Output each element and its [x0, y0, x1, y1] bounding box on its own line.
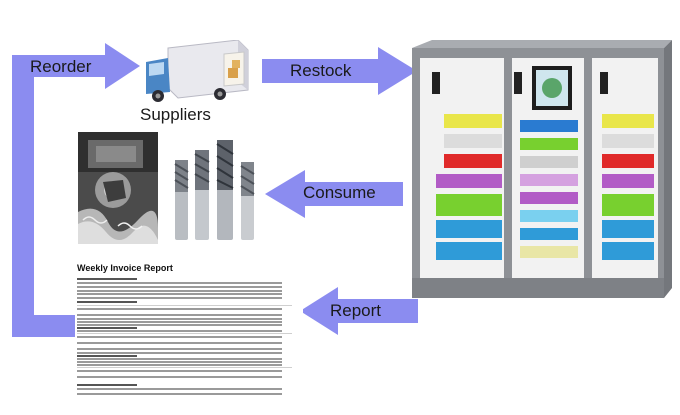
delivery-truck-icon: [146, 40, 249, 102]
report-document: Weekly Invoice Report: [75, 262, 303, 402]
report-row-line: [77, 342, 282, 344]
report-row-line: [77, 361, 282, 363]
machining-photo: [78, 132, 158, 244]
report-arrow: [300, 287, 418, 335]
restock-arrow: [262, 47, 417, 95]
report-row-line: [77, 355, 137, 357]
report-row-line: [77, 286, 282, 288]
report-row-line: [77, 282, 282, 284]
restock-label: Restock: [290, 61, 352, 80]
end-mill-tools-photo: [165, 140, 265, 240]
middle-shelves: [520, 120, 578, 258]
left-shelves: [436, 114, 502, 260]
consume-arrow: [265, 170, 403, 218]
report-divider: [77, 305, 292, 306]
report-row-line: [77, 278, 137, 280]
report-row-line: [77, 388, 282, 390]
report-label: Report: [330, 301, 382, 320]
report-row-line: [77, 314, 282, 316]
report-row-line: [77, 297, 282, 299]
reorder-label: Reorder: [30, 57, 92, 76]
report-title: Weekly Invoice Report: [77, 263, 173, 273]
right-shelves: [602, 114, 654, 260]
report-row-line: [77, 327, 137, 329]
report-divider: [77, 367, 292, 368]
report-row-line: [77, 393, 282, 395]
report-row-line: [77, 290, 282, 292]
report-row-line: [77, 352, 282, 354]
report-row-line: [77, 324, 282, 326]
report-row-line: [77, 318, 282, 320]
report-row-line: [77, 370, 282, 372]
report-row-line: [77, 376, 282, 378]
report-row-line: [77, 348, 282, 350]
report-row-line: [77, 293, 282, 295]
consume-label: Consume: [303, 183, 376, 202]
report-row-line: [77, 308, 282, 310]
suppliers-label: Suppliers: [140, 105, 211, 124]
report-row-line: [77, 358, 282, 360]
report-divider: [77, 333, 292, 334]
report-row-line: [77, 321, 282, 323]
report-row-line: [77, 336, 282, 338]
report-row-line: [77, 364, 282, 366]
report-row-line: [77, 384, 137, 386]
report-row-line: [77, 301, 137, 303]
vending-cabinet-photo: [412, 40, 672, 298]
report-row-line: [77, 330, 282, 332]
